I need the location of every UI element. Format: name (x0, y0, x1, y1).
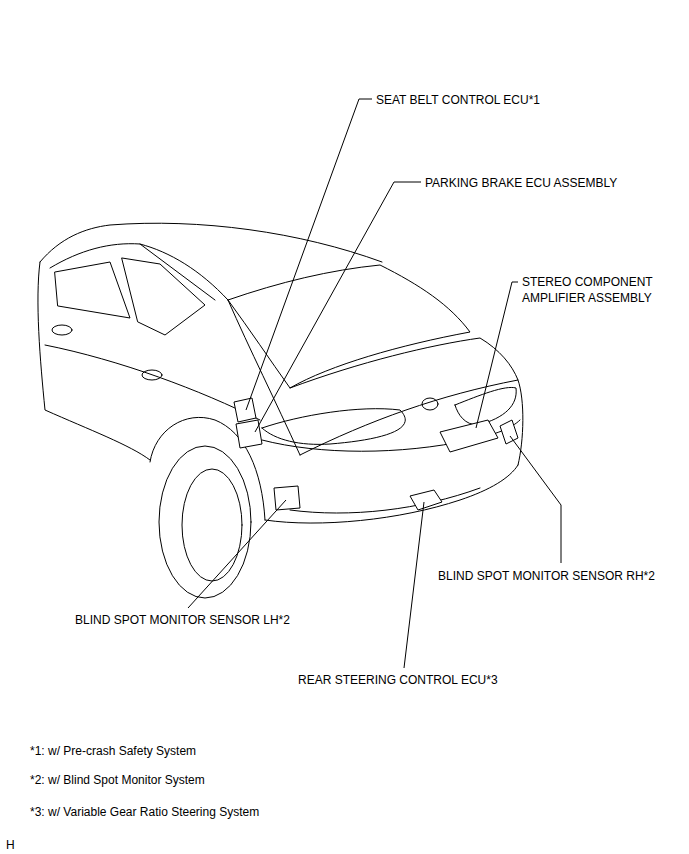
blind-spot-sensor-rh (500, 420, 518, 444)
rear-bumper (262, 420, 520, 451)
door-handle (52, 325, 72, 335)
tail-lamp (262, 409, 405, 445)
part-name: SEAT BELT CONTROL ECU*1 (376, 92, 540, 108)
rear-steering-ecu (410, 490, 442, 510)
bumper-diffuser (290, 488, 480, 513)
wheel-arch (150, 417, 265, 520)
door-handle (142, 370, 162, 380)
rear-wheel-rim (182, 469, 242, 581)
leader-line (255, 182, 421, 432)
leader-line (510, 436, 561, 563)
seat-belt-ecu (234, 398, 256, 422)
stereo-amplifier (440, 420, 498, 452)
leader-line (476, 282, 518, 428)
tail-lamp (455, 387, 516, 425)
bumper-lower (265, 465, 518, 523)
part-name: BLIND SPOT MONITOR SENSOR LH*2 (75, 612, 290, 628)
part-name: REAR STEERING CONTROL ECU*3 (298, 672, 498, 688)
figure-code: H (6, 837, 15, 853)
footnote: *1: w/ Pre-crash Safety System (30, 743, 196, 759)
blind-spot-sensor-lh (274, 486, 300, 510)
side-window (122, 258, 205, 335)
part-name: STEREO COMPONENT AMPLIFIER ASSEMBLY (522, 274, 682, 306)
leader-line (404, 502, 424, 668)
trunk-edge (228, 300, 300, 455)
rear-wheel (159, 446, 251, 598)
emblem (422, 398, 438, 410)
leader-line (188, 500, 286, 608)
rear-window (228, 265, 470, 388)
roof-line (40, 223, 382, 262)
body-side-crease (45, 345, 260, 420)
leader-line (246, 99, 372, 410)
footnote: *3: w/ Variable Gear Ratio Steering Syst… (30, 804, 259, 820)
part-name: PARKING BRAKE ECU ASSEMBLY (425, 175, 617, 191)
c-pillar (140, 244, 228, 300)
footnote: *2: w/ Blind Spot Monitor System (30, 772, 205, 788)
body-side (38, 262, 150, 460)
side-window (55, 262, 130, 318)
part-name: BLIND SPOT MONITOR SENSOR RH*2 (438, 568, 655, 584)
parking-brake-ecu (236, 420, 262, 448)
